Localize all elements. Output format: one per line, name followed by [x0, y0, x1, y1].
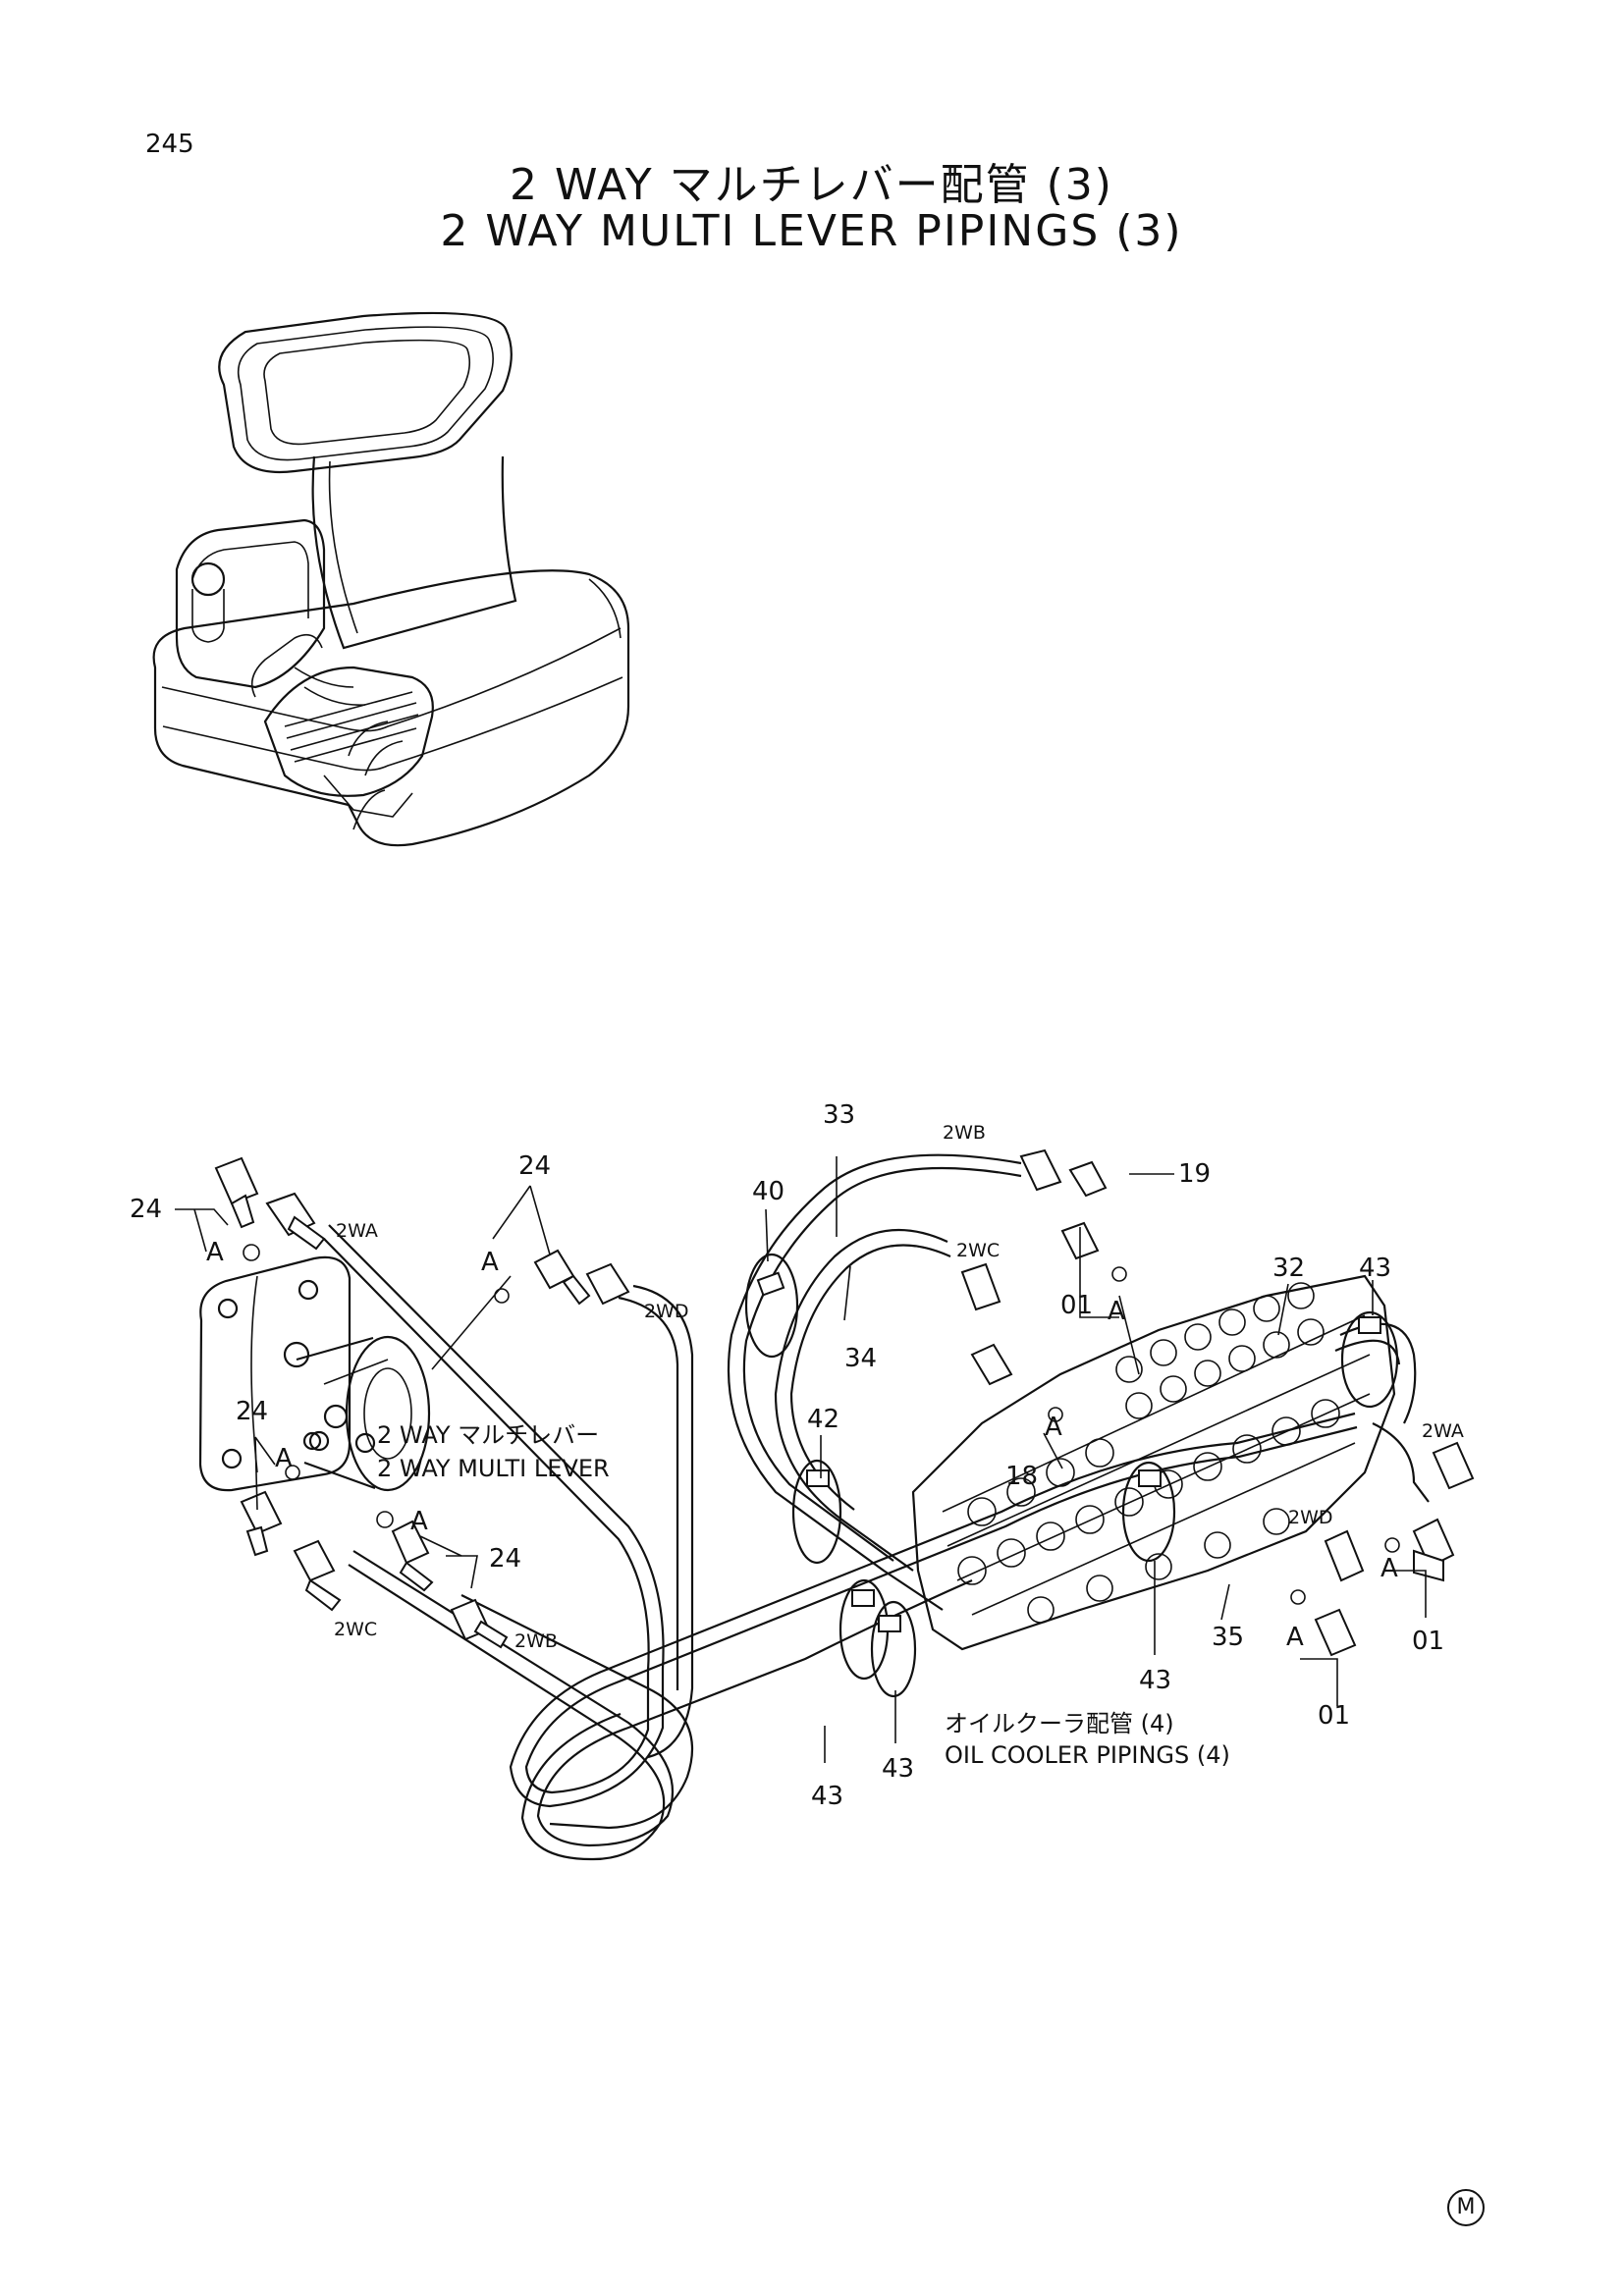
detail-mark-a: A: [410, 1507, 428, 1536]
callout-labels: 24 24 24 24 33 40 34 42 19 01 18 32 43 0…: [130, 1100, 1444, 1811]
port-2wc: 2WC: [956, 1240, 1000, 1261]
overview-cab-sketch: [152, 311, 630, 847]
note-cooler-en: OIL COOLER PIPINGS (4): [945, 1741, 1230, 1769]
port-2wb: 2WB: [943, 1122, 986, 1144]
callout-01: 01: [1060, 1291, 1093, 1320]
callout-01: 01: [1318, 1701, 1350, 1731]
callout-18: 18: [1005, 1462, 1038, 1491]
callout-43: 43: [882, 1754, 914, 1784]
hose-fittings: [214, 1148, 1475, 1657]
port-2wc: 2WC: [334, 1619, 377, 1640]
title-english: 2 WAY MULTI LEVER PIPINGS (3): [440, 206, 1183, 256]
leader-lines: [175, 1156, 1427, 1763]
clamp-40: [744, 1253, 799, 1359]
detail-mark-a: A: [1286, 1623, 1304, 1652]
control-valve-block: [911, 1274, 1396, 1651]
title-japanese: 2 WAY マルチレバー配管 (3): [510, 160, 1113, 210]
note-cooler-ja: オイルクーラ配管 (4): [945, 1710, 1174, 1737]
callout-43: 43: [1359, 1254, 1391, 1283]
callout-43: 43: [811, 1782, 843, 1811]
detail-mark-a: A: [481, 1248, 499, 1277]
clamp-43c: [870, 1600, 917, 1698]
detail-mark-a: A: [1380, 1554, 1398, 1583]
detail-mark-a: A: [275, 1444, 293, 1473]
diagram-notes: 2 WAY マルチレバー 2 WAY MULTI LEVER オイルクーラ配管 …: [377, 1421, 1230, 1769]
detail-mark-a: A: [1108, 1297, 1125, 1326]
callout-24: 24: [130, 1195, 162, 1224]
port-2wa: 2WA: [1422, 1420, 1464, 1442]
clamp-43a: [1340, 1310, 1399, 1409]
callout-43: 43: [1139, 1666, 1171, 1695]
port-2wd: 2WD: [1288, 1507, 1333, 1528]
valve-spool-ports: [957, 1282, 1340, 1624]
page-number: 245: [145, 130, 194, 159]
port-2wb: 2WB: [514, 1630, 558, 1652]
port-labels: 2WA 2WD 2WC 2WB 2WB 2WC 2WA 2WD: [334, 1122, 1464, 1652]
callout-19: 19: [1178, 1159, 1211, 1189]
detail-mark-a: A: [206, 1238, 224, 1267]
note-lever-en: 2 WAY MULTI LEVER: [377, 1455, 610, 1482]
callout-01: 01: [1412, 1627, 1444, 1656]
callout-34: 34: [844, 1344, 877, 1373]
hose-bundle: [323, 1153, 1430, 1861]
clamp-42: [791, 1459, 842, 1565]
port-2wa: 2WA: [336, 1220, 378, 1242]
callout-35: 35: [1212, 1623, 1244, 1652]
manufacturer-mark: M: [1447, 2189, 1485, 2226]
detail-marks: A A A A A A A A: [206, 1238, 1398, 1652]
callout-32: 32: [1272, 1254, 1305, 1283]
callout-33: 33: [823, 1100, 855, 1130]
clamp-43d: [1121, 1461, 1176, 1563]
note-lever-ja: 2 WAY マルチレバー: [377, 1421, 599, 1449]
detail-mark-a: A: [1045, 1413, 1062, 1442]
callout-42: 42: [807, 1405, 839, 1434]
callout-24: 24: [518, 1151, 551, 1181]
callout-24: 24: [236, 1397, 268, 1426]
callout-24: 24: [489, 1544, 521, 1574]
callout-40: 40: [752, 1177, 784, 1206]
port-2wd: 2WD: [644, 1301, 689, 1322]
